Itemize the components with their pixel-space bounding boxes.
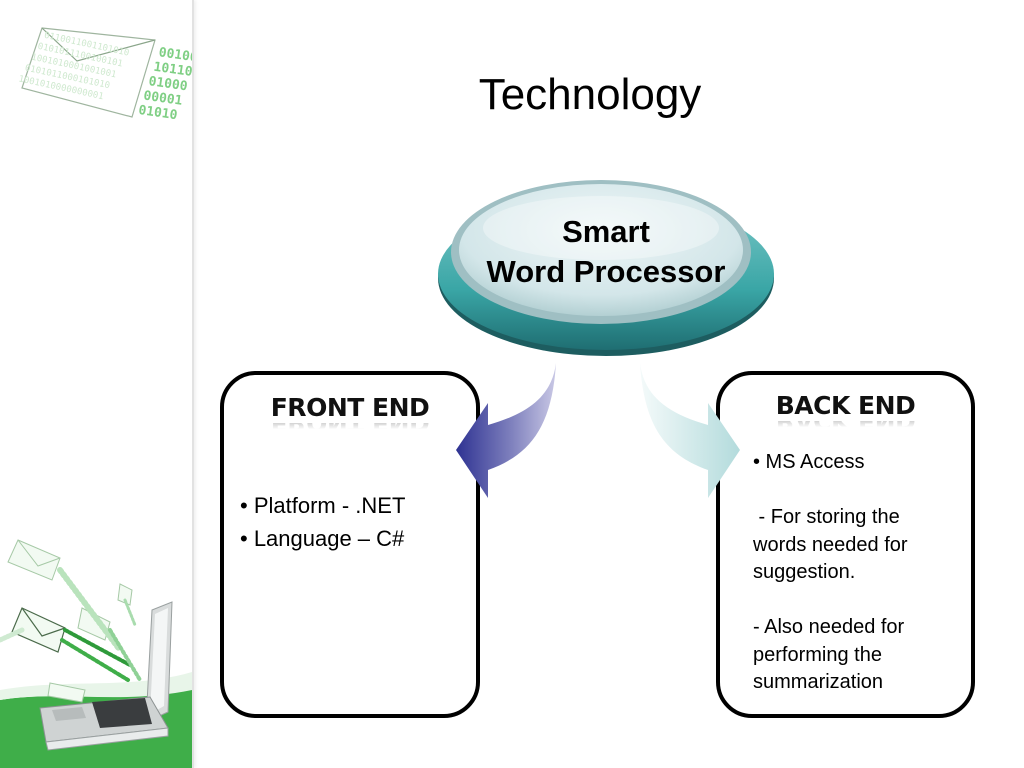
list-line: - Also needed for bbox=[753, 616, 905, 638]
back-end-list: • MS Access - For storing the words need… bbox=[753, 449, 963, 697]
hub-label-line1: Smart bbox=[562, 214, 650, 249]
list-line bbox=[753, 477, 963, 505]
list-item: • Platform - .NET bbox=[240, 493, 406, 518]
front-end-card: FRONT END FRONT END • Platform - .NET • … bbox=[220, 371, 480, 718]
list-line: suggestion. bbox=[753, 561, 856, 583]
slide-title: Technology bbox=[478, 70, 702, 119]
binary-stream: 00100 10110 01000 00001 01010 bbox=[137, 45, 192, 123]
laptop-icon bbox=[39, 601, 173, 751]
arrow-left-icon bbox=[456, 363, 556, 498]
list-line: words needed for bbox=[753, 533, 908, 556]
back-end-heading: BACK END bbox=[775, 391, 916, 420]
list-item: • Language – C# bbox=[240, 526, 405, 551]
hub-label: Smart Word Processor bbox=[436, 212, 776, 292]
list-line: • MS Access bbox=[753, 451, 865, 473]
front-end-heading-reflection: FRONT END bbox=[224, 423, 476, 437]
list-line bbox=[753, 587, 963, 615]
list-line: performing the bbox=[753, 643, 882, 666]
envelope-icon: 0110011001101010 0101011100100101 100101… bbox=[17, 27, 156, 118]
hub-label-line2: Word Processor bbox=[486, 254, 726, 289]
hub-ellipse bbox=[438, 180, 774, 356]
binary-row: 01010 bbox=[137, 103, 178, 123]
connector-arrows bbox=[456, 363, 740, 498]
back-end-card: BACK END BACK END • MS Access - For stor… bbox=[716, 371, 975, 718]
decorative-sidebar: 0110011001101010 0101011100100101 100101… bbox=[0, 0, 194, 768]
email-binary-illustration: 0110011001101010 0101011100100101 100101… bbox=[0, 27, 192, 768]
list-line: - For storing the bbox=[753, 506, 900, 528]
front-end-heading: FRONT END bbox=[270, 393, 430, 422]
binary-row: 10110 bbox=[153, 60, 192, 80]
arrow-right-icon bbox=[640, 363, 740, 498]
binary-row: 00100 bbox=[158, 45, 192, 65]
envelope-icon bbox=[7, 539, 133, 703]
front-end-list: • Platform - .NET • Language – C# bbox=[240, 489, 405, 555]
list-line: summarization bbox=[753, 671, 884, 693]
binary-row: 01000 bbox=[148, 74, 189, 94]
binary-row: 00001 bbox=[142, 89, 183, 109]
